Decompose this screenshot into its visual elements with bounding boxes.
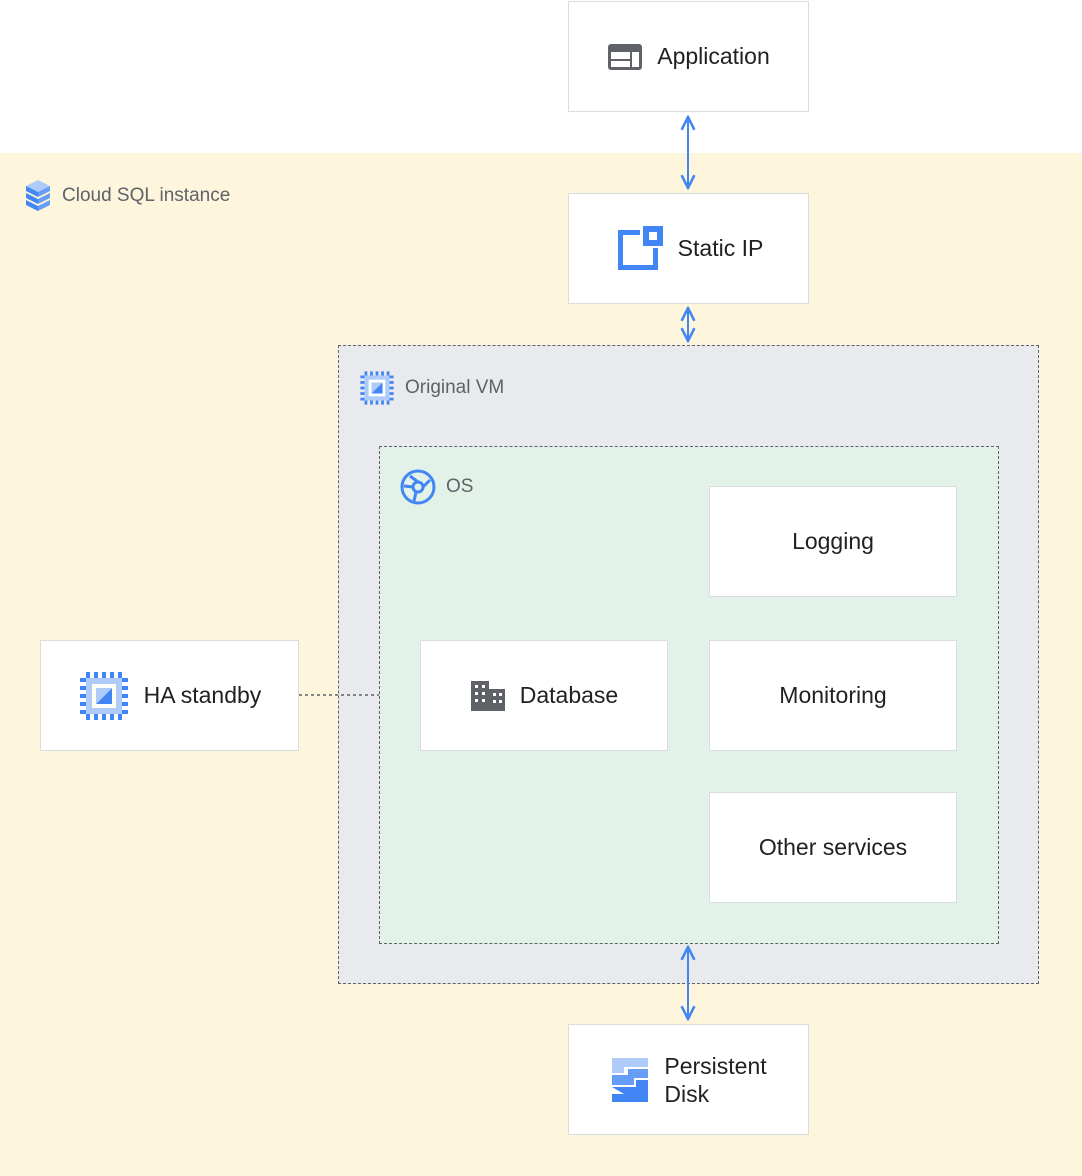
persistent-disk-label-line1: Persistent	[664, 1052, 767, 1079]
cloud-sql-instance-label: Cloud SQL instance	[62, 185, 231, 206]
application-window-icon	[607, 43, 643, 71]
os-label: OS	[446, 476, 474, 497]
application-label: Application	[657, 43, 770, 69]
database-node[interactable]: Database	[420, 640, 668, 751]
monitoring-node[interactable]: Monitoring	[709, 640, 957, 751]
persistent-disk-label-line2: Disk	[664, 1080, 710, 1107]
monitoring-label: Monitoring	[779, 682, 887, 708]
persistent-disk-label: Persistent Disk	[664, 1052, 766, 1108]
other-services-label: Other services	[758, 834, 908, 860]
os-header: OS	[400, 469, 473, 505]
logging-node[interactable]: Logging	[709, 486, 957, 597]
original-vm-header: Original VM	[359, 370, 504, 406]
ha-standby-node[interactable]: HA standby	[40, 640, 299, 751]
cloud-sql-instance-header: Cloud SQL instance	[24, 178, 230, 214]
persistent-disk-icon	[610, 1056, 650, 1104]
static-ip-icon	[614, 224, 664, 274]
original-vm-label: Original VM	[405, 377, 505, 398]
persistent-disk-node[interactable]: Persistent Disk	[568, 1024, 809, 1135]
os-icon	[400, 469, 436, 505]
application-node[interactable]: Application	[568, 1, 809, 112]
ha-standby-label: HA standby	[143, 682, 262, 708]
cloud-sql-icon	[24, 178, 52, 214]
compute-chip-icon	[359, 370, 395, 406]
static-ip-node[interactable]: Static IP	[568, 193, 809, 304]
database-label: Database	[519, 682, 619, 708]
logging-label: Logging	[792, 528, 874, 554]
compute-chip-icon	[78, 670, 130, 722]
building-icon	[470, 679, 506, 713]
static-ip-label: Static IP	[677, 235, 764, 261]
other-services-node[interactable]: Other services	[709, 792, 957, 903]
